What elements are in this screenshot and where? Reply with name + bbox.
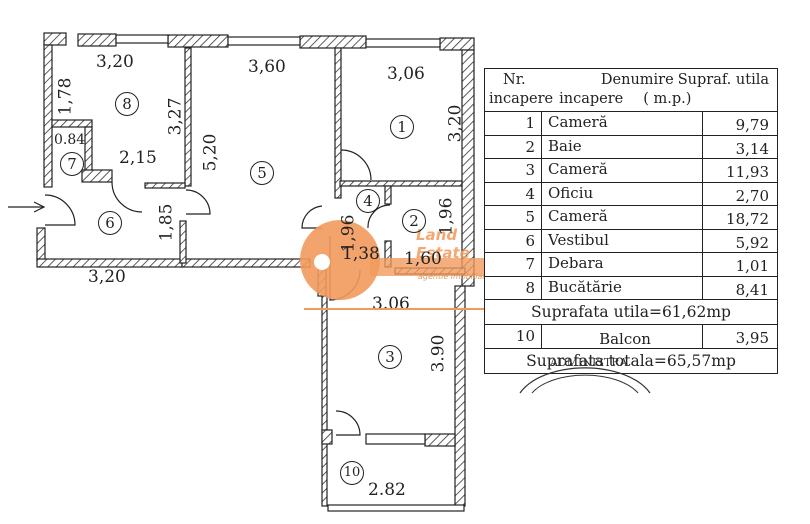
room-number-8: 8 (115, 92, 139, 116)
dim-room5-height: 5,20 (200, 133, 221, 172)
row-area: 18,72 (726, 210, 769, 228)
row-nr: 4 (485, 182, 542, 205)
watermark: Land Estate agentie imobiliara (300, 210, 500, 314)
row-nr: 5 (485, 206, 542, 229)
watermark-line (304, 308, 504, 310)
header-mp: ( m.p.) (643, 91, 692, 107)
row-name: Balcon (542, 325, 703, 348)
dim-room8-left: 1,78 (55, 77, 76, 116)
dim-room2-height: 1,96 (436, 197, 457, 236)
room-number-6: 6 (98, 211, 122, 235)
dim-room1-width: 3,06 (387, 64, 425, 84)
row-nr: 2 (485, 135, 542, 158)
row-nr: 3 (485, 159, 542, 182)
stamp-text: ADMINISTRA (549, 356, 628, 369)
dim-room5-width: 3,60 (248, 57, 286, 77)
dim-room8-right: 3,27 (165, 97, 186, 136)
dim-room4-height: 1,96 (338, 214, 359, 253)
row-nr: 1 (485, 112, 542, 135)
row-name: Bucătărie (542, 276, 703, 299)
dim-room4-width: 1,38 (342, 244, 380, 264)
row-name: Cameră (542, 206, 703, 229)
room-number-7: 7 (60, 152, 84, 176)
room-number-4: 4 (356, 189, 380, 213)
row-name: Cameră (542, 112, 703, 135)
suprafata-totala: Suprafata totala=65,57mp (526, 351, 736, 370)
row-area: 9,79 (735, 116, 769, 134)
area-table: Nr. Denumire Supraf. utila incapere inca… (484, 68, 778, 374)
watermark-logo-icon (300, 220, 495, 300)
dim-room1-height: 3,20 (445, 104, 466, 143)
row-nr: 10 (485, 325, 542, 348)
row-name: Cameră (542, 159, 703, 182)
row-area: 11,93 (726, 163, 769, 181)
row-area: 1,01 (735, 257, 769, 275)
row-area: 2,70 (735, 186, 769, 205)
dim-room8-width: 3,20 (96, 52, 134, 72)
watermark-subtitle: agentie imobiliara (418, 272, 491, 281)
dim-room8-lower: 2,15 (119, 148, 157, 168)
row-nr: 6 (485, 229, 542, 252)
row-area: 8,41 (735, 280, 769, 299)
header-incapere-2: incapere (559, 91, 624, 107)
table-header: Nr. Denumire Supraf. utila incapere inca… (485, 69, 777, 112)
header-supraf: Supraf. utila (677, 72, 769, 88)
room-number-5: 5 (250, 161, 274, 185)
row-area: 3,95 (735, 329, 769, 347)
row-name: Baie (542, 135, 703, 158)
row-area: 3,14 (735, 139, 769, 158)
stamp-icon: ADMINISTRA (519, 356, 651, 394)
dim-room3-height: 3.90 (428, 334, 449, 373)
header-denumire: Denumire (600, 72, 674, 88)
row-nr: 7 (485, 253, 542, 276)
dim-room6-height: 1,85 (156, 203, 177, 242)
row-name: Vestibul (542, 229, 703, 252)
watermark-title: Land Estate (416, 226, 470, 262)
dim-room10-width: 2.82 (368, 480, 406, 500)
dim-room3-width: 3.06 (372, 294, 410, 314)
room-number-10: 10 (340, 461, 364, 485)
suprafata-utila: Suprafata utila=61,62mp (485, 300, 777, 325)
dim-room6-width: 3,20 (88, 267, 126, 287)
row-name: Debara (542, 253, 703, 276)
dim-room7: 0.84 (54, 132, 86, 148)
header-nr: Nr. (503, 72, 526, 88)
row-area: 5,92 (735, 233, 769, 252)
room-number-1: 1 (390, 115, 414, 139)
header-incapere-1: incapere (489, 91, 554, 107)
row-name: Oficiu (542, 182, 703, 205)
room-number-2: 2 (402, 209, 426, 233)
room-number-3: 3 (378, 345, 402, 369)
row-nr: 8 (485, 276, 542, 299)
dim-room2-width: 1,60 (404, 249, 442, 269)
